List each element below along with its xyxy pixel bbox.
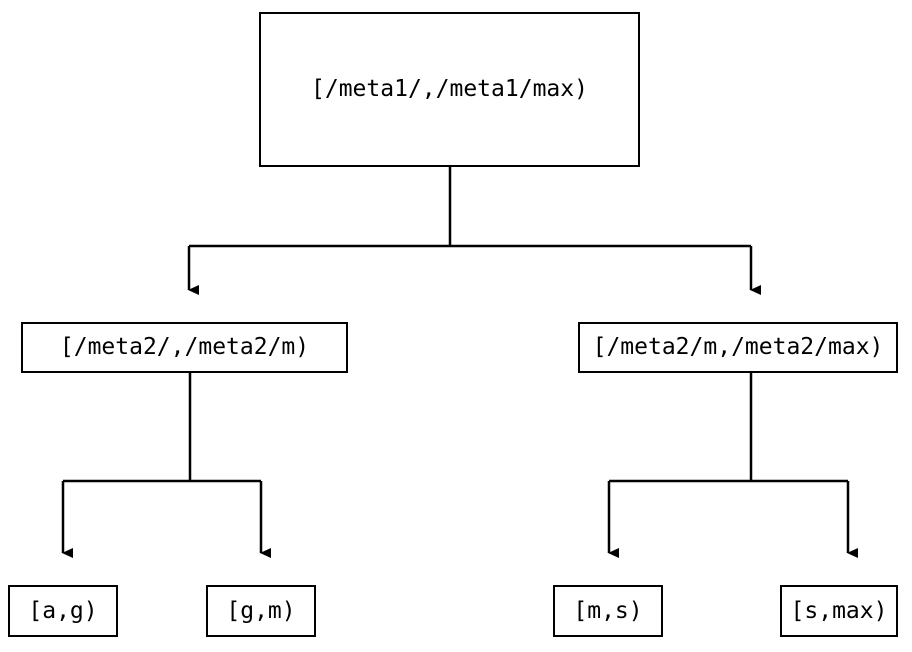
tree-node-meta2-low: [/meta2/,/meta2/m) xyxy=(21,322,348,373)
tree-node-meta2-high-label: [/meta2/m,/meta2/max) xyxy=(592,334,884,360)
tree-node-leaf-gm-label: [g,m) xyxy=(226,597,296,624)
tree-node-meta2-low-label: [/meta2/,/meta2/m) xyxy=(59,334,310,360)
tree-node-root-label: [/meta1/,/meta1/max) xyxy=(311,76,588,102)
tree-node-leaf-smax: [s,max) xyxy=(780,585,898,637)
tree-node-leaf-ms: [m,s) xyxy=(553,585,663,637)
tree-node-leaf-ag: [a,g) xyxy=(8,585,118,637)
tree-node-leaf-smax-label: [s,max) xyxy=(790,597,888,624)
tree-node-leaf-ag-label: [a,g) xyxy=(28,597,98,624)
tree-node-leaf-ms-label: [m,s) xyxy=(573,597,643,624)
tree-node-meta2-high: [/meta2/m,/meta2/max) xyxy=(578,322,898,373)
tree-node-leaf-gm: [g,m) xyxy=(206,585,316,637)
tree-node-root: [/meta1/,/meta1/max) xyxy=(259,12,640,167)
